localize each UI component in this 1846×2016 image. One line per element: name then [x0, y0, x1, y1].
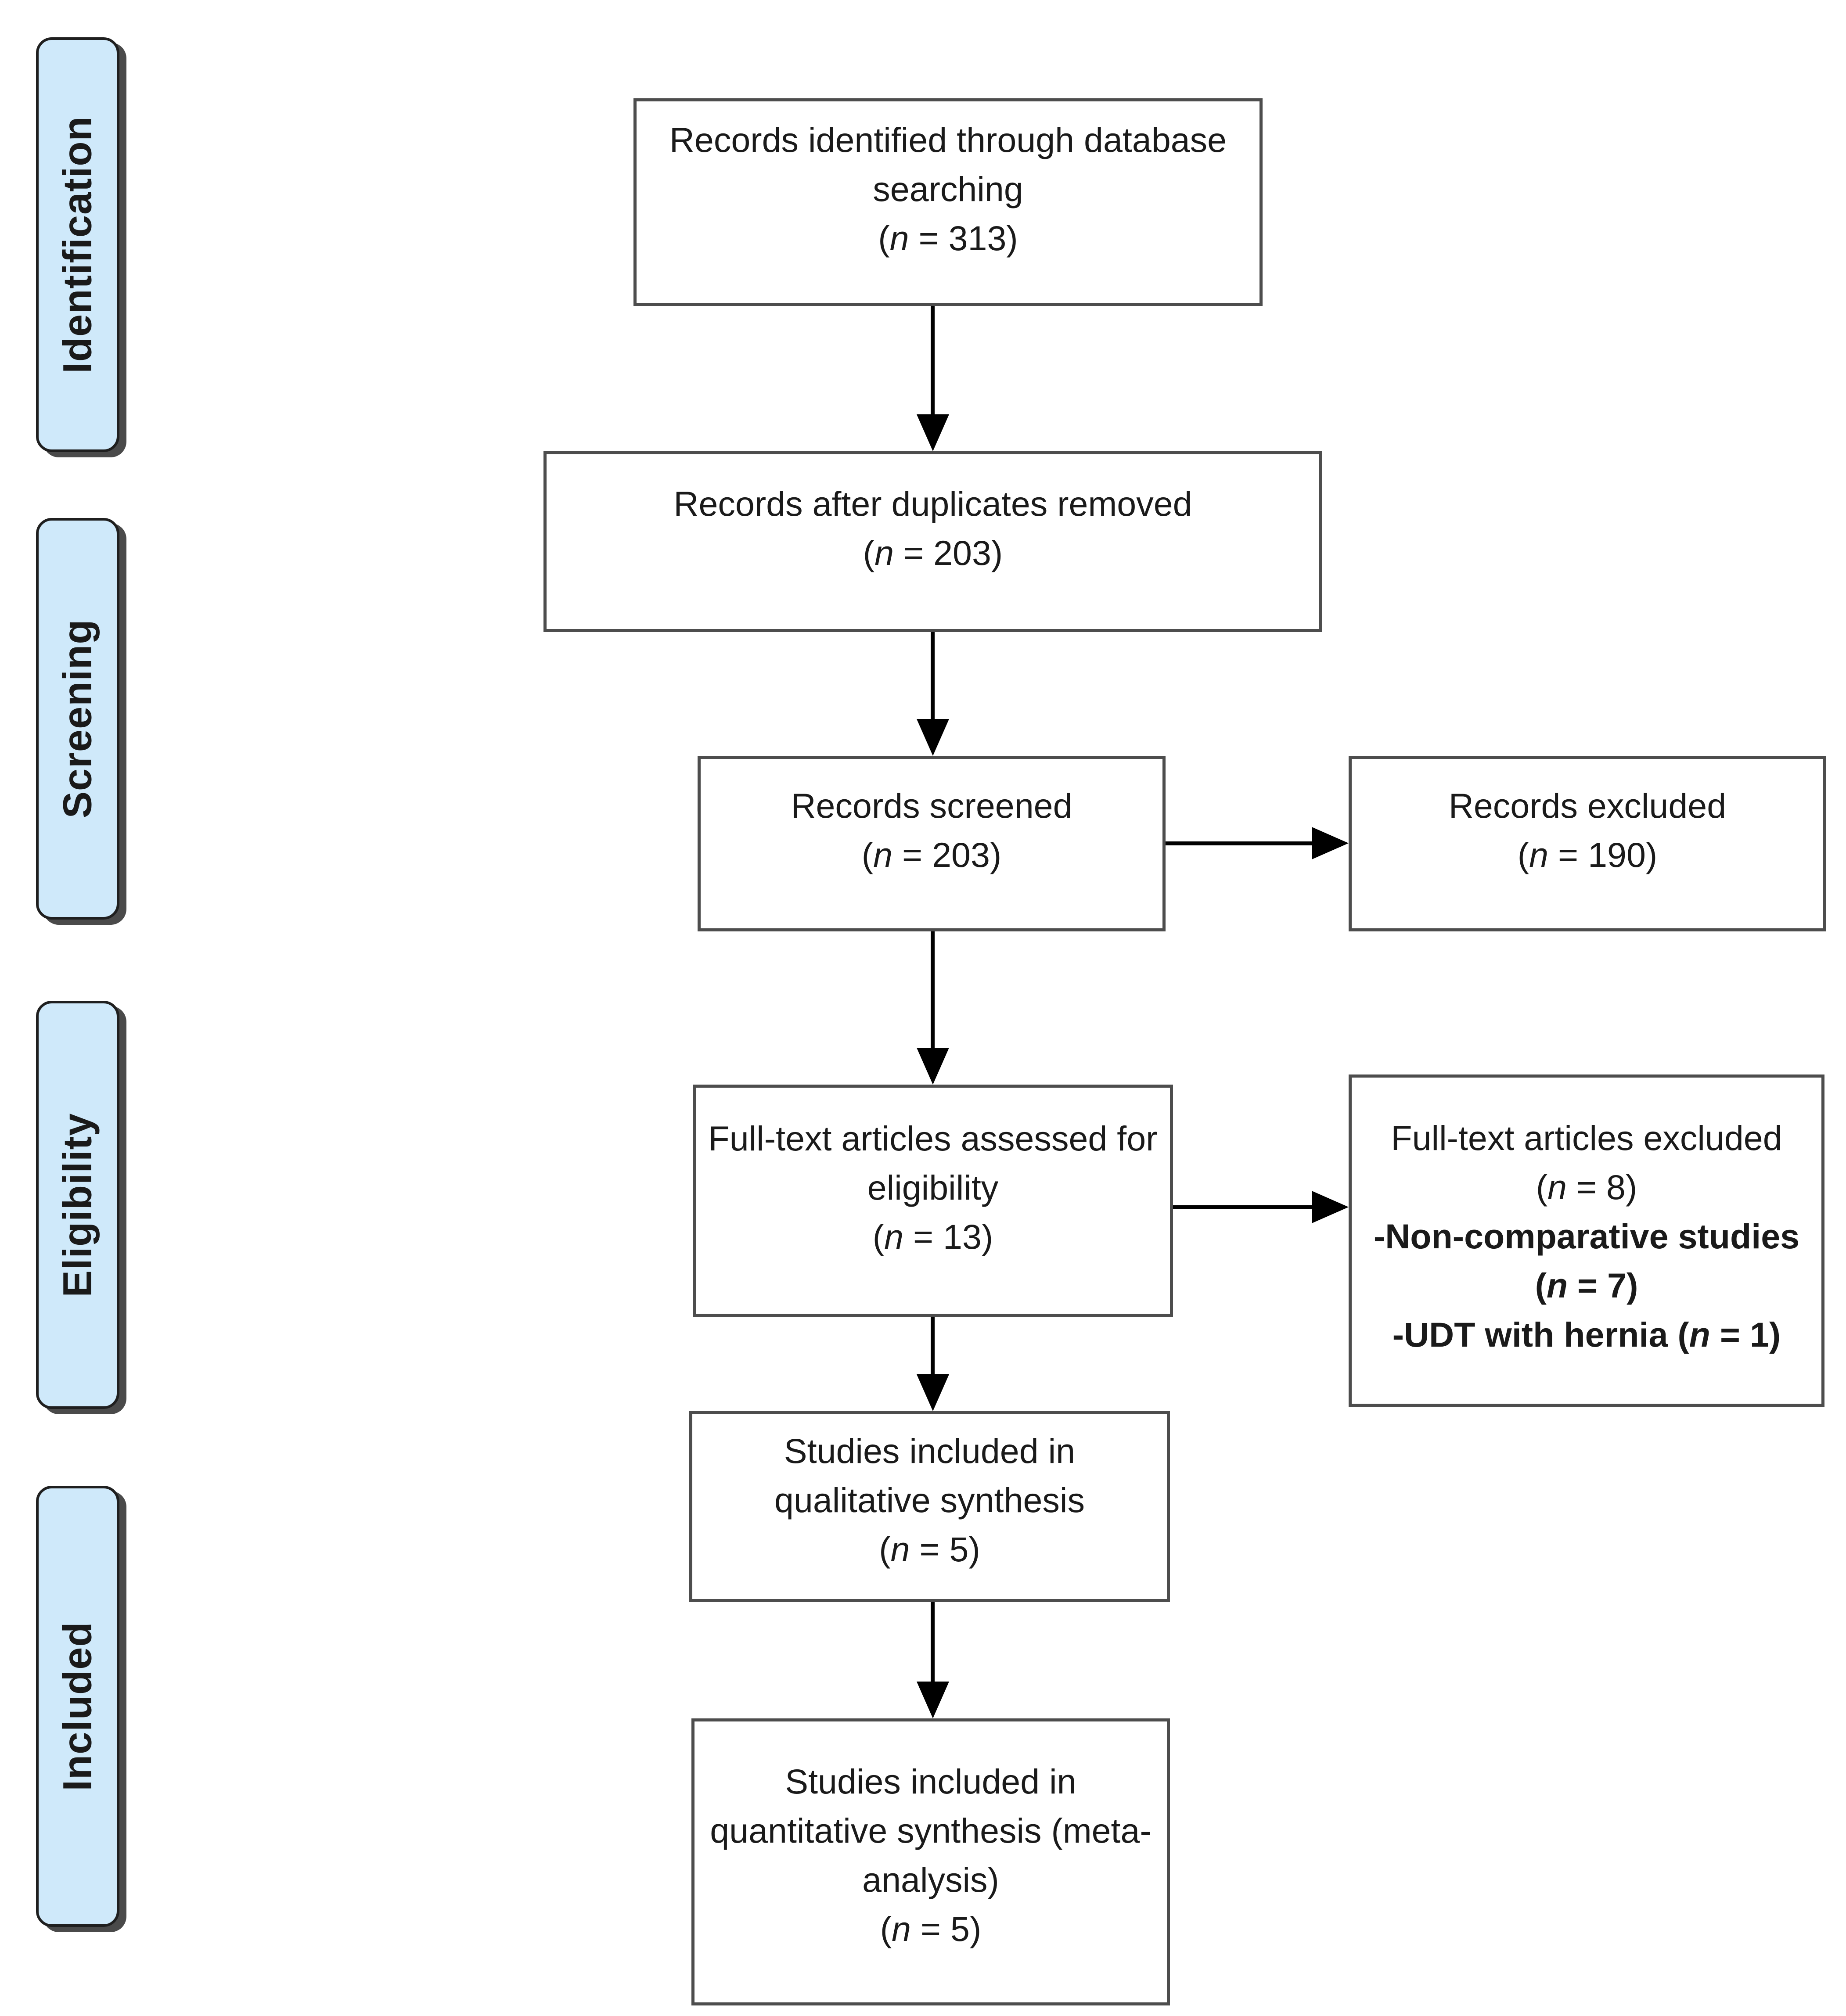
line-text: Full-text articles excluded [1391, 1118, 1782, 1157]
arrow-down-icon [917, 1048, 949, 1085]
line-text-pre: ( [1535, 1265, 1547, 1305]
arrow-right-icon [1312, 827, 1349, 859]
n-variable: n [1689, 1315, 1710, 1354]
line-text: -Non-comparative studies [1373, 1216, 1800, 1256]
box-text-line: analysis) [862, 1855, 999, 1905]
box-qualitative-synthesis: Studies included in qualitative synthesis… [689, 1411, 1170, 1602]
line-text-pre: ( [880, 1909, 892, 1948]
n-variable: n [874, 533, 894, 572]
box-text-line: -Non-comparative studies [1374, 1212, 1799, 1261]
line-text-post: = 7) [1568, 1265, 1638, 1305]
line-text-pre: ( [861, 835, 874, 874]
n-variable: n [892, 1909, 911, 1948]
box-quantitative-synthesis: Studies included in quantitative synthesi… [691, 1718, 1170, 2005]
box-text-line: qualitative synthesis [774, 1476, 1085, 1525]
arrow-down-icon [917, 1682, 949, 1718]
arrow-down-icon [917, 414, 949, 451]
n-variable: n [1547, 1167, 1567, 1207]
line-text: Records identified through database [669, 120, 1227, 159]
line-text-pre: -UDT with hernia ( [1392, 1315, 1689, 1354]
box-records-screened: Records screened (n = 203) [698, 756, 1166, 931]
box-text-line: Studies included in [784, 1427, 1075, 1476]
arrow-shaft-fulltext-to-qualitative [931, 1317, 935, 1375]
line-text: qualitative synthesis [774, 1480, 1085, 1520]
box-text-line: Full-text articles excluded [1391, 1114, 1782, 1163]
stage-label-included-text: Included [55, 1621, 100, 1791]
line-text-post: = 5) [910, 1529, 980, 1569]
box-records-excluded: Records excluded (n = 190) [1349, 756, 1826, 931]
n-variable: n [1529, 835, 1549, 874]
line-text-post: = 190) [1548, 835, 1658, 874]
box-text-line: eligibility [867, 1163, 999, 1212]
line-text: Full-text articles assessed for [708, 1118, 1158, 1158]
line-text-pre: ( [878, 218, 890, 258]
line-text: eligibility [867, 1168, 999, 1207]
box-text-line: searching [873, 165, 1023, 214]
n-variable: n [1546, 1265, 1568, 1305]
arrow-shaft-screened-to-excluded [1166, 841, 1313, 845]
box-text-line: (n = 8) [1536, 1163, 1637, 1212]
line-text: analysis) [862, 1860, 999, 1899]
n-variable: n [890, 1529, 910, 1569]
n-variable: n [884, 1217, 904, 1256]
arrow-shaft-screened-to-fulltext [931, 931, 935, 1049]
box-text-line: quantitative synthesis (meta- [710, 1806, 1152, 1855]
box-text-line: (n = 203) [863, 528, 1003, 578]
line-text-post: = 313) [909, 218, 1018, 258]
box-text-line: Records after duplicates removed [673, 479, 1192, 528]
box-text-line: Records identified through database [669, 115, 1227, 165]
stage-label-eligibility-text: Eligibility [55, 1113, 100, 1297]
arrow-shaft-duplicates-to-screened [931, 632, 935, 720]
box-text-line: (n = 5) [879, 1525, 980, 1574]
box-text-line: Full-text articles assessed for [709, 1114, 1158, 1163]
stage-label-eligibility: Eligibility [36, 1001, 119, 1409]
box-text-line: (n = 5) [880, 1905, 982, 1954]
box-text-line: Records excluded [1449, 781, 1726, 830]
stage-label-screening-text: Screening [55, 619, 100, 819]
line-text-post: = 5) [910, 1909, 982, 1948]
box-text-line: Studies included in [785, 1757, 1076, 1806]
stage-label-screening: Screening [36, 518, 119, 920]
line-text-post: = 203) [892, 835, 1002, 874]
stage-label-identification: Identification [36, 37, 119, 452]
line-text-post: = 13) [903, 1217, 993, 1256]
line-text: Records screened [791, 786, 1072, 825]
line-text-post: = 1) [1710, 1315, 1781, 1354]
stage-label-identification-text: Identification [55, 116, 100, 374]
line-text-pre: ( [1536, 1167, 1548, 1207]
box-fulltext-assessed: Full-text articles assessed for eligibili… [693, 1085, 1173, 1317]
box-text-line: (n = 203) [862, 830, 1001, 880]
box-records-identified: Records identified through database searc… [633, 98, 1263, 306]
line-text: Records excluded [1448, 786, 1727, 825]
box-text-line: Records screened [791, 781, 1072, 830]
line-text: quantitative synthesis (meta- [710, 1811, 1152, 1850]
n-variable: n [873, 835, 893, 874]
box-fulltext-excluded: Full-text articles excluded(n = 8)-Non-c… [1349, 1074, 1824, 1407]
n-variable: n [889, 218, 909, 258]
arrow-shaft-qualitative-to-quantitative [931, 1602, 935, 1682]
line-text-pre: ( [863, 533, 875, 572]
line-text: Studies included in [785, 1762, 1076, 1801]
box-duplicates-removed: Records after duplicates removed (n = 203… [543, 451, 1322, 632]
box-text-line: (n = 190) [1518, 830, 1657, 880]
arrow-shaft-fulltext-to-fulltext-excluded [1173, 1205, 1313, 1209]
line-text: Studies included in [784, 1431, 1076, 1470]
box-text-line: (n = 7) [1535, 1261, 1638, 1310]
line-text-pre: ( [1517, 835, 1529, 874]
arrow-shaft-identified-to-duplicates [931, 306, 935, 415]
line-text: searching [873, 169, 1023, 208]
line-text-post: = 8) [1566, 1167, 1637, 1207]
arrow-down-icon [917, 719, 949, 756]
arrow-down-icon [917, 1374, 949, 1411]
line-text-pre: ( [879, 1529, 891, 1569]
box-text-line: (n = 313) [878, 214, 1018, 263]
line-text-post: = 203) [894, 533, 1003, 572]
box-text-line: (n = 13) [873, 1212, 993, 1261]
line-text-pre: ( [872, 1217, 885, 1256]
box-text-line: -UDT with hernia (n = 1) [1393, 1310, 1781, 1359]
line-text: Records after duplicates removed [673, 484, 1192, 523]
stage-label-included: Included [36, 1486, 119, 1927]
arrow-right-icon [1312, 1191, 1349, 1223]
